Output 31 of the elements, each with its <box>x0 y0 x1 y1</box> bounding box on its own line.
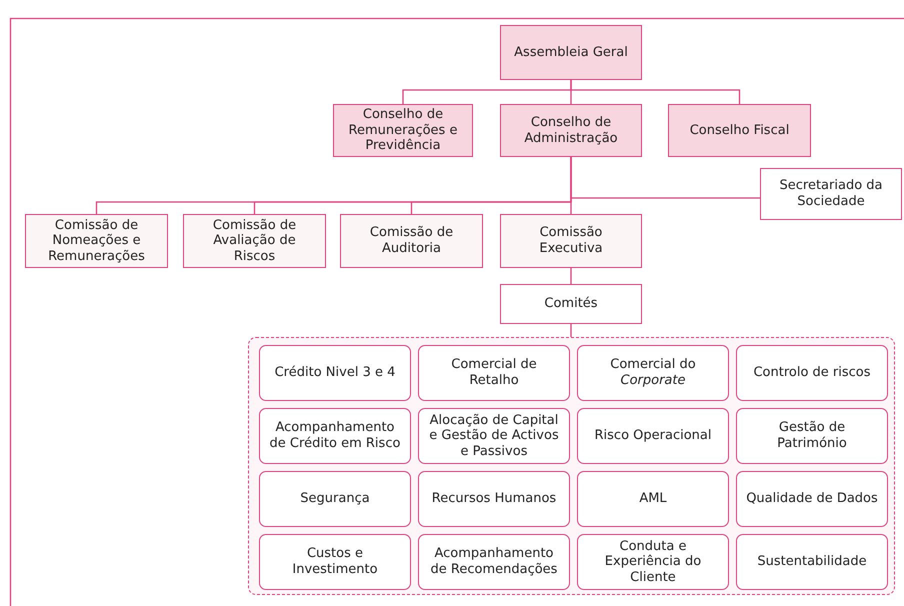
org-box: Comissão de Nomeações e Remunerações <box>25 214 168 268</box>
committee-box: Controlo de riscos <box>736 345 888 401</box>
committee-box: AML <box>577 471 729 527</box>
committee-box: Comercial de Retalho <box>418 345 570 401</box>
committee-box: Segurança <box>259 471 411 527</box>
committee-box: Recursos Humanos <box>418 471 570 527</box>
connector-line <box>570 157 572 214</box>
committee-box: Custos e Investimento <box>259 534 411 590</box>
org-box: Conselho Fiscal <box>668 104 811 157</box>
connector-line <box>570 324 572 337</box>
committee-box: Conduta e Experiência do Cliente <box>577 534 729 590</box>
group-frame <box>248 337 895 595</box>
connector-line <box>570 80 740 104</box>
committee-box: Crédito Nivel 3 e 4 <box>259 345 411 401</box>
org-box: Secretariado da Sociedade <box>760 168 902 220</box>
org-box: Conselho de Administração <box>500 104 642 157</box>
org-box: Conselho de Remunerações e Previdência <box>333 104 473 157</box>
committee-box: Comercial do Corporate <box>577 345 729 401</box>
org-box: Comissão de Avaliação de Riscos <box>183 214 326 268</box>
connector-line <box>570 268 572 284</box>
committee-box: Alocação de Capital e Gestão de Activos e Passivos <box>418 408 570 464</box>
committee-box: Risco Operacional <box>577 408 729 464</box>
org-box: Comissão Executiva <box>500 214 642 268</box>
org-box: Comissão de Auditoria <box>340 214 483 268</box>
committee-box: Qualidade de Dados <box>736 471 888 527</box>
committee-box: Acompanhamento de Recomendações <box>418 534 570 590</box>
org-box: Assembleia Geral <box>500 25 642 80</box>
committee-box: Acompanhamento de Crédito em Risco <box>259 408 411 464</box>
org-box: Comités <box>500 284 642 324</box>
committee-box: Sustentabilidade <box>736 534 888 590</box>
committee-box: Gestão de Património <box>736 408 888 464</box>
